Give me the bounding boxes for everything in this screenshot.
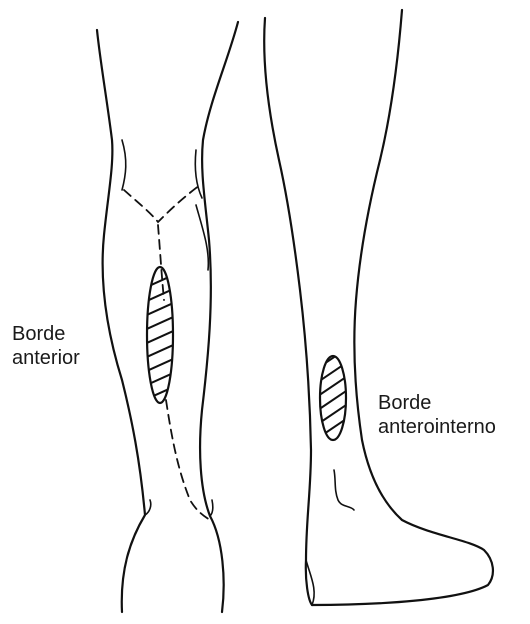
left-leg-inner-contour <box>200 22 238 612</box>
right-leg-front-contour <box>312 10 493 605</box>
right-leg <box>264 10 493 605</box>
left-knee-line <box>122 140 126 190</box>
left-lesion-hatching <box>140 272 180 416</box>
label-anteromedial-line2: anterointerno <box>378 415 496 439</box>
label-anteromedial-line1: Borde <box>378 391 496 415</box>
right-leg-back-contour <box>264 18 312 605</box>
left-ankle-line <box>145 500 213 516</box>
label-anterior-border: Borde anterior <box>12 322 80 370</box>
left-lesion-outline <box>147 267 173 403</box>
label-anterior-line1: Borde <box>12 322 80 346</box>
patella-outline <box>124 185 200 222</box>
label-anterior-line2: anterior <box>12 346 80 370</box>
right-ankle-detail <box>334 470 354 510</box>
left-knee-line-right <box>195 150 202 198</box>
left-leg-outer-contour <box>97 30 145 612</box>
label-anteromedial-border: Borde anterointerno <box>378 391 496 439</box>
left-leg <box>97 22 238 612</box>
